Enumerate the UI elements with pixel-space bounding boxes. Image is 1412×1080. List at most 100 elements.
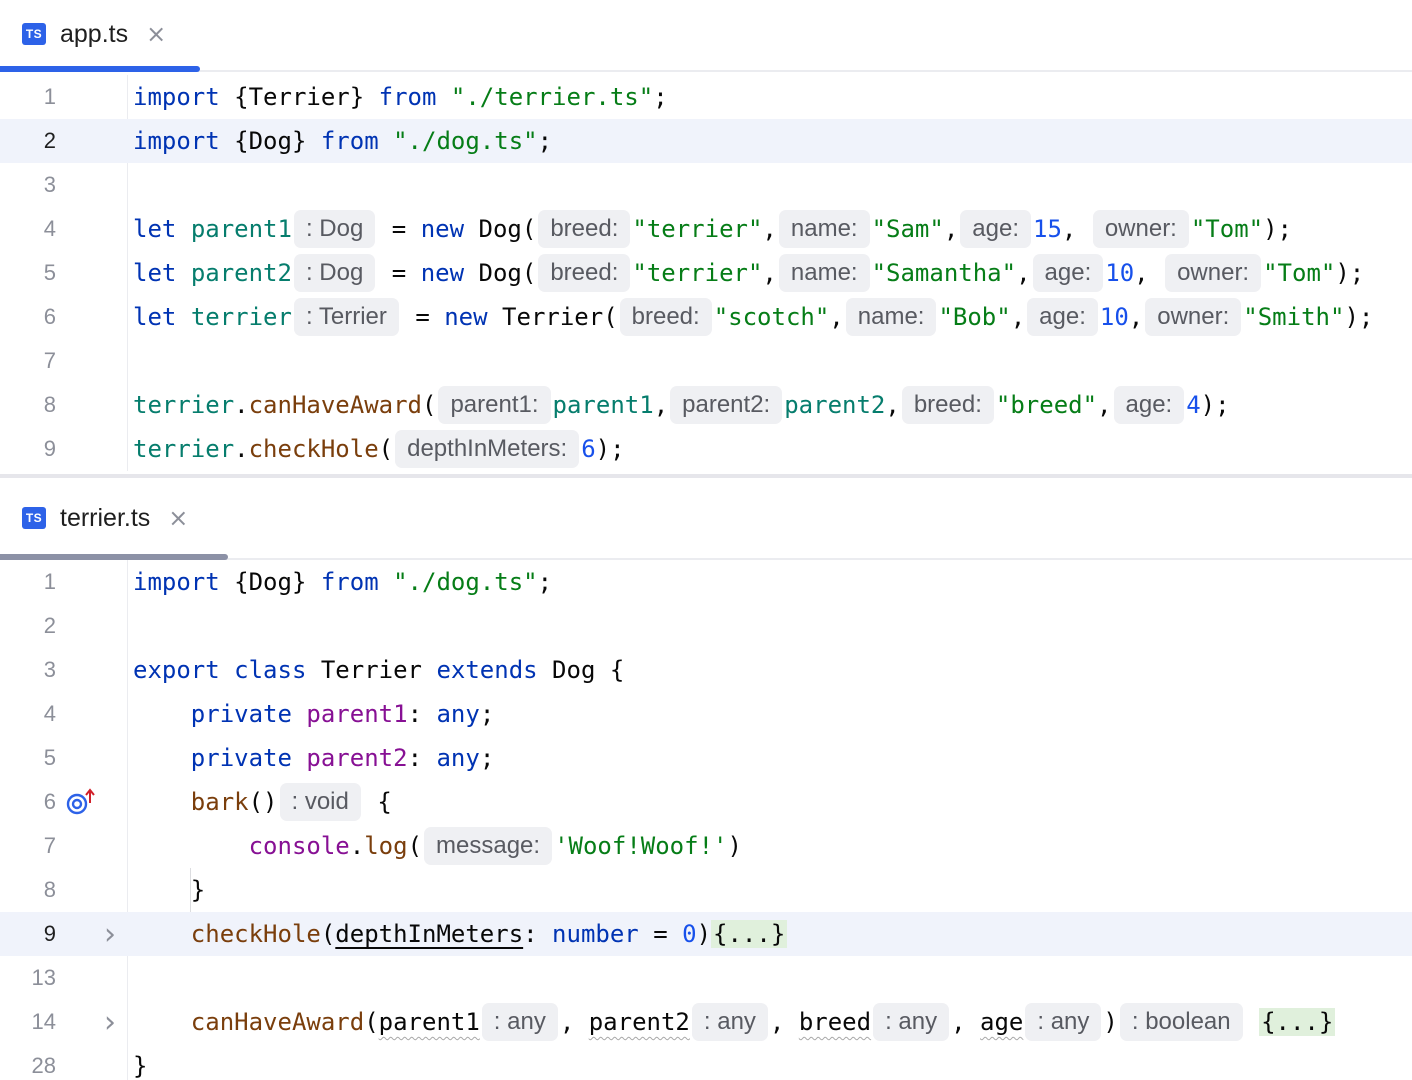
inlay-hint[interactable]: message:: [424, 827, 553, 865]
code-token: from: [378, 83, 437, 111]
inlay-hint[interactable]: breed:: [538, 210, 631, 248]
code-token: "scotch": [713, 303, 830, 331]
close-icon[interactable]: ×: [146, 20, 167, 48]
inlay-hint[interactable]: depthInMeters:: [395, 430, 580, 468]
code-token: log: [364, 832, 408, 860]
code-token: [292, 700, 306, 728]
fold-chevron-icon[interactable]: ›: [104, 1004, 116, 1040]
inlay-hint[interactable]: : any: [691, 1003, 768, 1041]
code-token: (: [320, 920, 336, 948]
inlay-hint[interactable]: age:: [1027, 298, 1098, 336]
code-token: new: [420, 259, 465, 287]
line-number: 9: [43, 921, 56, 946]
code-line[interactable]: 14› canHaveAward(parent1: any, parent2: …: [0, 1000, 1412, 1044]
line-number: 7: [43, 348, 56, 373]
inlay-hint[interactable]: name:: [778, 254, 870, 292]
split-divider[interactable]: [0, 474, 1412, 478]
inlay-hint[interactable]: : void: [279, 783, 361, 821]
tab-app-ts[interactable]: TS app.ts ×: [22, 19, 166, 49]
code-line[interactable]: 28}: [0, 1044, 1412, 1080]
code-text: import {Dog} from "./dog.ts";: [133, 119, 552, 163]
line-number: 4: [43, 701, 56, 726]
inlay-hint[interactable]: parent2:: [670, 386, 783, 424]
active-tab-indicator: [0, 66, 200, 72]
inlay-hint[interactable]: name:: [778, 210, 870, 248]
code-line[interactable]: 8 }: [0, 868, 1412, 912]
inlay-hint[interactable]: : Terrier: [293, 298, 399, 336]
code-line[interactable]: 2: [0, 604, 1412, 648]
inlay-hint[interactable]: : any: [1025, 1003, 1102, 1041]
code-line[interactable]: 1 import {Terrier} from "./terrier.ts";: [0, 75, 1412, 119]
typescript-file-icon: TS: [22, 507, 46, 529]
close-icon[interactable]: ×: [168, 504, 189, 532]
code-token: ,: [762, 259, 777, 287]
code-token: 10: [1105, 259, 1135, 287]
code-text: import {Terrier} from "./terrier.ts";: [133, 75, 668, 119]
code-line[interactable]: 5 private parent2: any;: [0, 736, 1412, 780]
code-token: let: [133, 215, 177, 243]
inlay-hint[interactable]: age:: [1113, 386, 1185, 424]
line-number: 6: [43, 789, 56, 814]
folded-region[interactable]: {...}: [1259, 1008, 1336, 1036]
code-line[interactable]: 7 console.log(message:'Woof!Woof!'): [0, 824, 1412, 868]
folded-region[interactable]: {...}: [711, 920, 788, 948]
code-token: );: [1344, 303, 1374, 331]
inlay-hint[interactable]: owner:: [1145, 298, 1242, 336]
code-token: [133, 744, 191, 772]
code-token: "breed": [995, 391, 1098, 419]
inlay-hint[interactable]: owner:: [1165, 254, 1262, 292]
code-line[interactable]: 7: [0, 339, 1412, 383]
code-text: }: [133, 1044, 147, 1080]
tab-bar-app: TS app.ts ×: [0, 0, 1412, 72]
code-token: ,: [1010, 303, 1026, 331]
code-token: :: [407, 744, 437, 772]
code-token: ;: [537, 568, 553, 596]
inlay-hint[interactable]: age:: [1032, 254, 1104, 292]
inlay-hint[interactable]: breed:: [901, 386, 994, 424]
inlay-hint[interactable]: name:: [845, 298, 937, 336]
line-number: 1: [43, 84, 56, 109]
code-line[interactable]: 6 bark(): void {: [0, 780, 1412, 824]
inlay-hint[interactable]: breed:: [619, 298, 712, 336]
tab-indicator: [0, 554, 228, 560]
code-token: ): [696, 920, 712, 948]
tab-terrier-ts[interactable]: TS terrier.ts ×: [22, 503, 188, 533]
code-line[interactable]: 13: [0, 956, 1412, 1000]
line-number: 9: [43, 436, 56, 461]
code-token: }: [133, 876, 206, 904]
fold-chevron-icon[interactable]: ›: [104, 916, 116, 952]
line-number: 5: [43, 260, 56, 285]
inlay-hint[interactable]: : Dog: [293, 254, 376, 292]
inlay-hint[interactable]: owner:: [1092, 210, 1189, 248]
inlay-hint[interactable]: parent1:: [438, 386, 551, 424]
code-line[interactable]: 4 private parent1: any;: [0, 692, 1412, 736]
code-text: console.log(message:'Woof!Woof!'): [133, 824, 742, 868]
inlay-hint[interactable]: age:: [960, 210, 1031, 248]
code-text: let terrier: Terrier = new Terrier(breed…: [133, 295, 1373, 339]
inlay-hint[interactable]: breed:: [538, 254, 631, 292]
code-token: ,: [1061, 215, 1091, 243]
code-token: .: [234, 391, 249, 419]
code-token: ,: [1097, 391, 1112, 419]
inlay-hint[interactable]: : boolean: [1119, 1003, 1243, 1041]
code-token: [176, 215, 190, 243]
inlay-hint[interactable]: : any: [873, 1003, 950, 1041]
inlay-hint[interactable]: : Dog: [293, 210, 376, 248]
code-token: "./dog.ts": [393, 568, 538, 596]
tab-label: app.ts: [60, 19, 129, 48]
inlay-hint[interactable]: : any: [481, 1003, 558, 1041]
overrides-method-icon[interactable]: [66, 787, 98, 817]
code-token: Terrier: [306, 656, 437, 684]
code-line[interactable]: 3: [0, 163, 1412, 207]
code-line[interactable]: 9› checkHole(depthInMeters: number = 0){…: [0, 912, 1412, 956]
